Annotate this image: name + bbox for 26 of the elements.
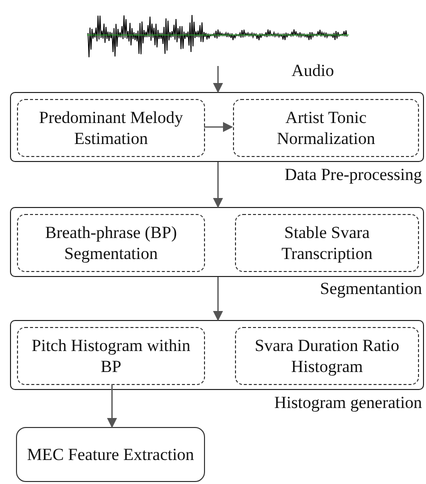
arrow: [107, 384, 117, 428]
arrow: [204, 122, 233, 132]
stage-caption: Audio: [292, 61, 334, 81]
stage-caption: Data Pre-processing: [284, 165, 422, 185]
arrow: [213, 162, 223, 208]
process-box: [17, 214, 205, 272]
process-box: [235, 327, 419, 385]
stage-box: [10, 92, 424, 162]
process-box: [233, 99, 419, 157]
process-box: [16, 427, 205, 482]
stage-box: [10, 207, 424, 277]
process-box: [17, 327, 205, 385]
process-label: Stable Svara Transcription: [280, 222, 374, 264]
process-box: [17, 99, 205, 157]
stage-caption: Segmentantion: [320, 279, 422, 299]
stage-box: [10, 320, 424, 390]
process-label: Predominant Melody Estimation: [38, 107, 184, 149]
stage-caption: Histogram generation: [274, 393, 422, 413]
process-box: [235, 214, 419, 272]
arrow: [213, 277, 223, 321]
process-label: Svara Duration Ratio Histogram: [254, 335, 400, 377]
process-label: MEC Feature Extraction: [26, 444, 196, 465]
process-label: Breath-phrase (BP) Segmentation: [44, 222, 178, 264]
process-label: Pitch Histogram within BP: [30, 335, 192, 377]
arrow: [213, 66, 223, 93]
process-label: Artist Tonic Normalization: [276, 107, 376, 149]
